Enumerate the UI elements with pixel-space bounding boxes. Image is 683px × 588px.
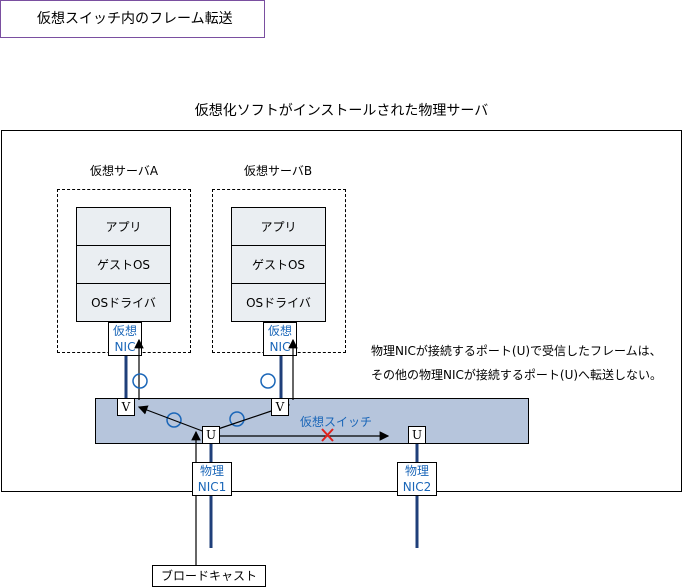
vm-b-label: 仮想サーバB bbox=[244, 164, 313, 178]
vm-b-os-driver-layer: OSドライバ bbox=[246, 296, 311, 310]
diagram-title: 仮想スイッチ内のフレーム転送 bbox=[0, 0, 265, 38]
ok-circle-to-v-right bbox=[229, 411, 245, 427]
vm-a-vnic-line1: 仮想 bbox=[112, 324, 137, 338]
note-line2: その他の物理NICが接続するポート(U)へ転送しない。 bbox=[371, 368, 663, 382]
note-line1: 物理NICが接続するポート(U)で受信したフレームは、 bbox=[371, 344, 662, 358]
pnic1-line1: 物理 bbox=[199, 464, 224, 478]
pnic2-line1: 物理 bbox=[404, 464, 429, 478]
vm-a-guest-os-layer: ゲストOS bbox=[77, 246, 170, 284]
physical-nic2: 物理 NIC2 bbox=[397, 462, 437, 496]
port-v-left: V bbox=[117, 398, 135, 416]
vm-a-vnic-line2: NIC bbox=[114, 340, 136, 354]
ok-circle-to-v-left bbox=[166, 412, 182, 428]
port-u-center: U bbox=[202, 426, 220, 444]
vm-a-app-layer: アプリ bbox=[77, 208, 170, 246]
physical-server-frame bbox=[1, 130, 682, 492]
ok-circle-vnic-b bbox=[260, 373, 276, 389]
ok-circle-vnic-a bbox=[132, 373, 148, 389]
pnic2-line2: NIC2 bbox=[402, 480, 432, 494]
vm-b-vnic-line1: 仮想 bbox=[267, 324, 292, 338]
vm-b-stack: アプリ ゲストOS OSドライバ bbox=[231, 207, 326, 322]
vm-b-guest-os-layer: ゲストOS bbox=[232, 246, 325, 284]
pnic1-line2: NIC1 bbox=[197, 480, 227, 494]
blocked-cross-icon bbox=[321, 428, 334, 442]
broadcast-box: ブロードキャスト bbox=[152, 565, 266, 587]
virtual-switch-label: 仮想スイッチ bbox=[300, 415, 373, 429]
port-u-right: U bbox=[408, 426, 426, 444]
arrow-u-to-v-left bbox=[137, 405, 206, 433]
vm-a-stack: アプリ ゲストOS OSドライバ bbox=[76, 207, 171, 322]
vm-a-label: 仮想サーバA bbox=[90, 164, 159, 178]
physical-nic1: 物理 NIC1 bbox=[192, 462, 232, 496]
port-v-right: V bbox=[271, 398, 289, 416]
vm-a-os-driver-layer: OSドライバ bbox=[91, 296, 156, 310]
physical-server-title: 仮想化ソフトがインストールされた物理サーバ bbox=[194, 103, 489, 119]
vm-b-app-layer: アプリ bbox=[232, 208, 325, 246]
vm-b-vnic-line2: NIC bbox=[269, 340, 291, 354]
